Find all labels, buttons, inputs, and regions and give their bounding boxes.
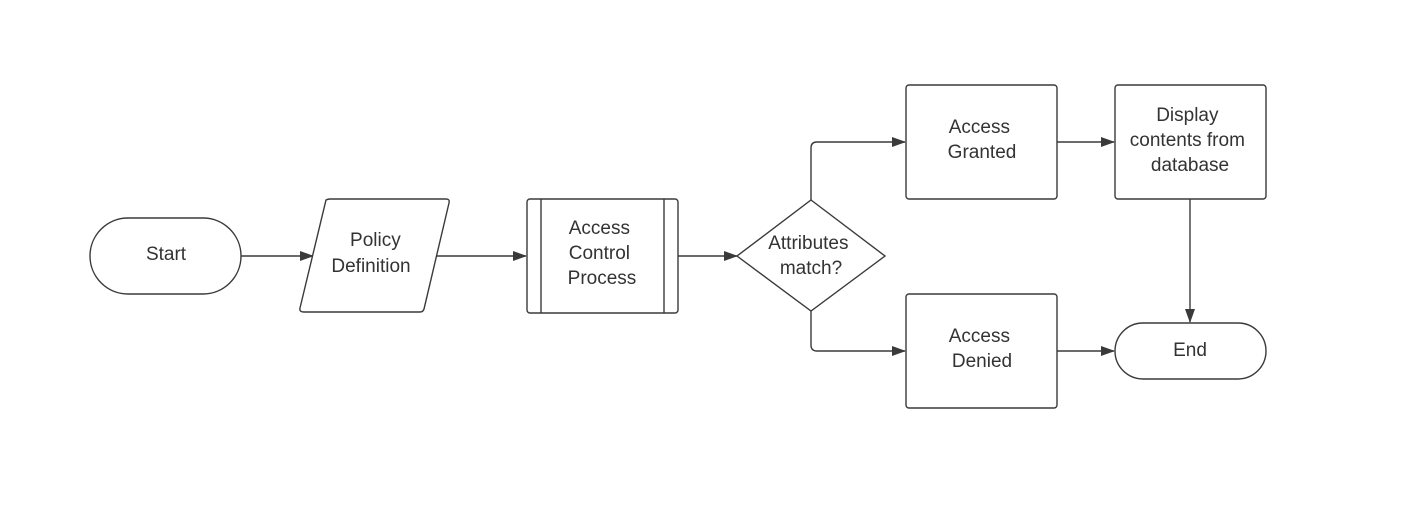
node-display-contents: Display contents from database	[1114, 84, 1267, 200]
node-policy-definition: Policy Definition	[299, 198, 450, 313]
decision-label: Attributes match?	[768, 233, 854, 279]
denied-shape	[905, 293, 1058, 409]
edge-decision-to-denied	[810, 311, 906, 356]
display-shape	[1114, 84, 1267, 200]
granted-label: Access Granted	[948, 117, 1017, 163]
node-end: End	[1114, 322, 1267, 380]
edge-decision-to-granted	[810, 137, 906, 200]
process-label: Access Control Process	[568, 218, 637, 289]
edges	[241, 137, 1195, 356]
node-start: Start	[89, 217, 242, 295]
decision-shape	[735, 199, 887, 312]
end-label: End	[1173, 340, 1207, 361]
node-access-control-process: Access Control Process	[526, 198, 679, 314]
process-shape	[526, 198, 679, 314]
end-shape	[1114, 322, 1267, 380]
start-label: Start	[146, 244, 187, 265]
node-access-granted: Access Granted	[905, 84, 1058, 200]
start-shape	[89, 217, 242, 295]
policy-label: Policy Definition	[331, 230, 410, 277]
policy-shape	[299, 198, 450, 313]
denied-label: Access Denied	[949, 326, 1016, 372]
node-access-denied: Access Denied	[905, 293, 1058, 409]
node-decision: Attributes match?	[735, 199, 887, 312]
granted-shape	[905, 84, 1058, 200]
display-label: Display contents from database	[1130, 105, 1250, 176]
